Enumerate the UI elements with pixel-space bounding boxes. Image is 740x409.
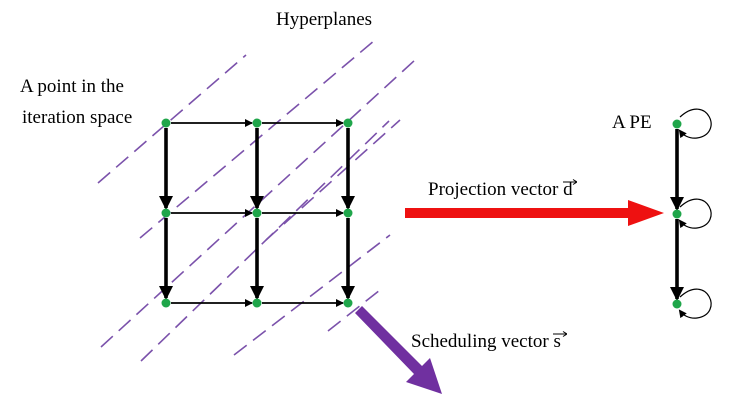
iteration-point-label-line1: A point in the — [20, 76, 124, 97]
vector-arrow-icon — [563, 179, 578, 185]
projection-vector-variable: d — [563, 179, 573, 200]
iteration-point-node — [343, 208, 353, 218]
iteration-point-node — [343, 118, 353, 128]
projection-vector-symbol: d — [563, 179, 578, 201]
scheduling-vector-text: Scheduling vector — [411, 331, 549, 352]
projection-vector-label: Projection vector d — [428, 179, 578, 201]
pe-node — [672, 119, 682, 129]
hyperplane-line — [140, 120, 390, 362]
pe-self-loop — [678, 198, 712, 229]
iteration-point-node — [252, 298, 262, 308]
pe-node — [672, 299, 682, 309]
hyperplane-line — [233, 234, 391, 356]
pe-self-loop — [678, 288, 712, 319]
scheduling-vector-symbol: s — [553, 331, 568, 353]
hyperplane-line — [265, 119, 401, 241]
pe-self-loop — [678, 108, 712, 139]
pe-node — [672, 209, 682, 219]
vector-arrow-icon — [553, 331, 568, 337]
iteration-point-node — [161, 208, 171, 218]
iteration-point-node — [252, 118, 262, 128]
iteration-point-label-line2: iteration space — [22, 107, 133, 128]
iteration-point-node — [252, 208, 262, 218]
iteration-point-node — [161, 118, 171, 128]
hyperplane-line — [97, 54, 247, 184]
iteration-point-node — [343, 298, 353, 308]
hyperplanes-label: Hyperplanes — [276, 9, 373, 30]
pe-label: A PE — [612, 112, 652, 133]
iteration-point-node — [161, 298, 171, 308]
scheduling-vector-variable: s — [553, 331, 561, 352]
projection-vector-text: Projection vector — [428, 179, 559, 200]
scheduling-vector-label: Scheduling vector s — [411, 331, 568, 353]
scheduling-vector-arrow — [355, 306, 442, 394]
hyperplane-line — [327, 289, 381, 332]
projection-vector-arrow — [405, 200, 664, 226]
